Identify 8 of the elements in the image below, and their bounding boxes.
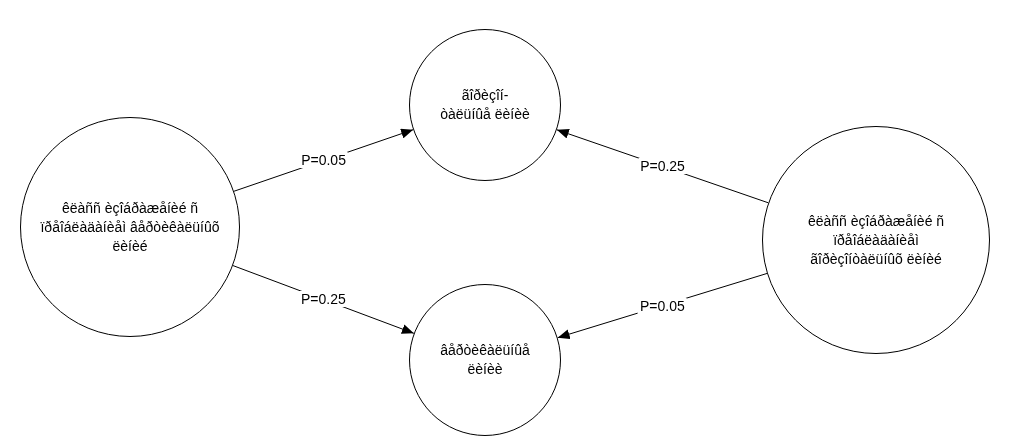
edge-label: P=0.25 [299,291,348,308]
state-label: êëàññ èçîáðàæåíèé ñ ïðåîáëàäàíèåì âåðòèêàëüíûõ ëèíèé [40,198,220,256]
state-label: êëàññ èçîáðàæåíèé ñ ïðåîáëàäàíèåì ãîðèçîíòàëüíûõ ëèíèé [806,211,946,269]
state-label: ãîðèçîí- òàëüíûå ëèíèè [439,86,531,124]
edge-label: P=0.25 [638,158,687,175]
state-label: âåðòèêàëüíûå ëèíèè [439,341,531,379]
edge-label: P=0.05 [637,297,687,314]
edge-label: P=0.05 [299,152,348,169]
